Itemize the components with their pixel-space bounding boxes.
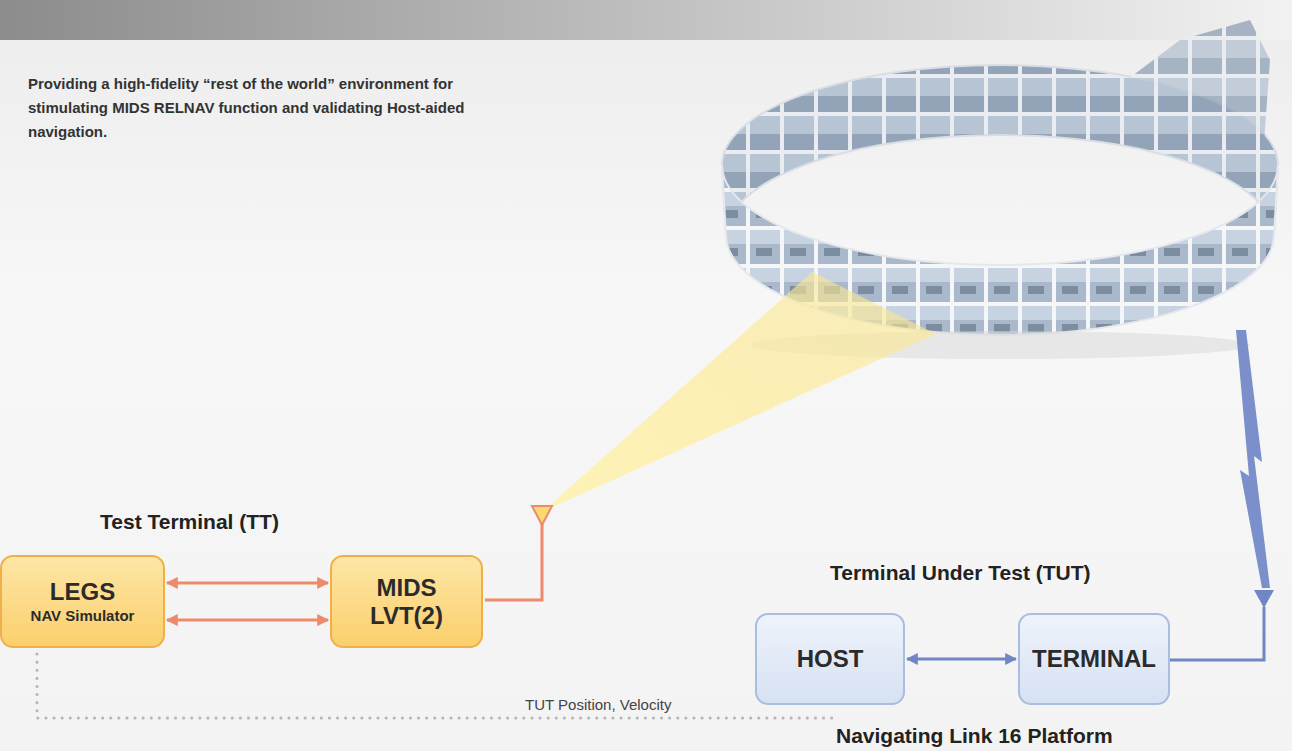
host-box: HOST bbox=[755, 613, 905, 705]
box-text: MIDS LVT(2) bbox=[357, 574, 457, 630]
group-heading: Terminal Under Test (TUT) bbox=[830, 560, 1150, 585]
connector bbox=[167, 581, 328, 584]
connector-label: TUT Position, Velocity bbox=[525, 696, 671, 714]
box-text: TERMINAL bbox=[1032, 645, 1156, 673]
group-heading: Test Terminal (TT) bbox=[100, 509, 360, 534]
box-text: HOST bbox=[797, 645, 864, 673]
connector bbox=[167, 619, 328, 622]
connector bbox=[907, 658, 1016, 661]
box-text: LEGS bbox=[50, 578, 115, 606]
description-text: Providing a high-fidelity “rest of the w… bbox=[28, 72, 478, 144]
box-text: NAV Simulator bbox=[31, 606, 135, 625]
terminal-box: MIDS LVT(2) bbox=[330, 555, 483, 648]
connector bbox=[37, 654, 832, 718]
terminal-box: TERMINAL bbox=[1018, 613, 1170, 705]
simulator-box: LEGSNAV Simulator bbox=[0, 555, 165, 648]
platform-heading: Navigating Link 16 Platform bbox=[836, 723, 1196, 748]
